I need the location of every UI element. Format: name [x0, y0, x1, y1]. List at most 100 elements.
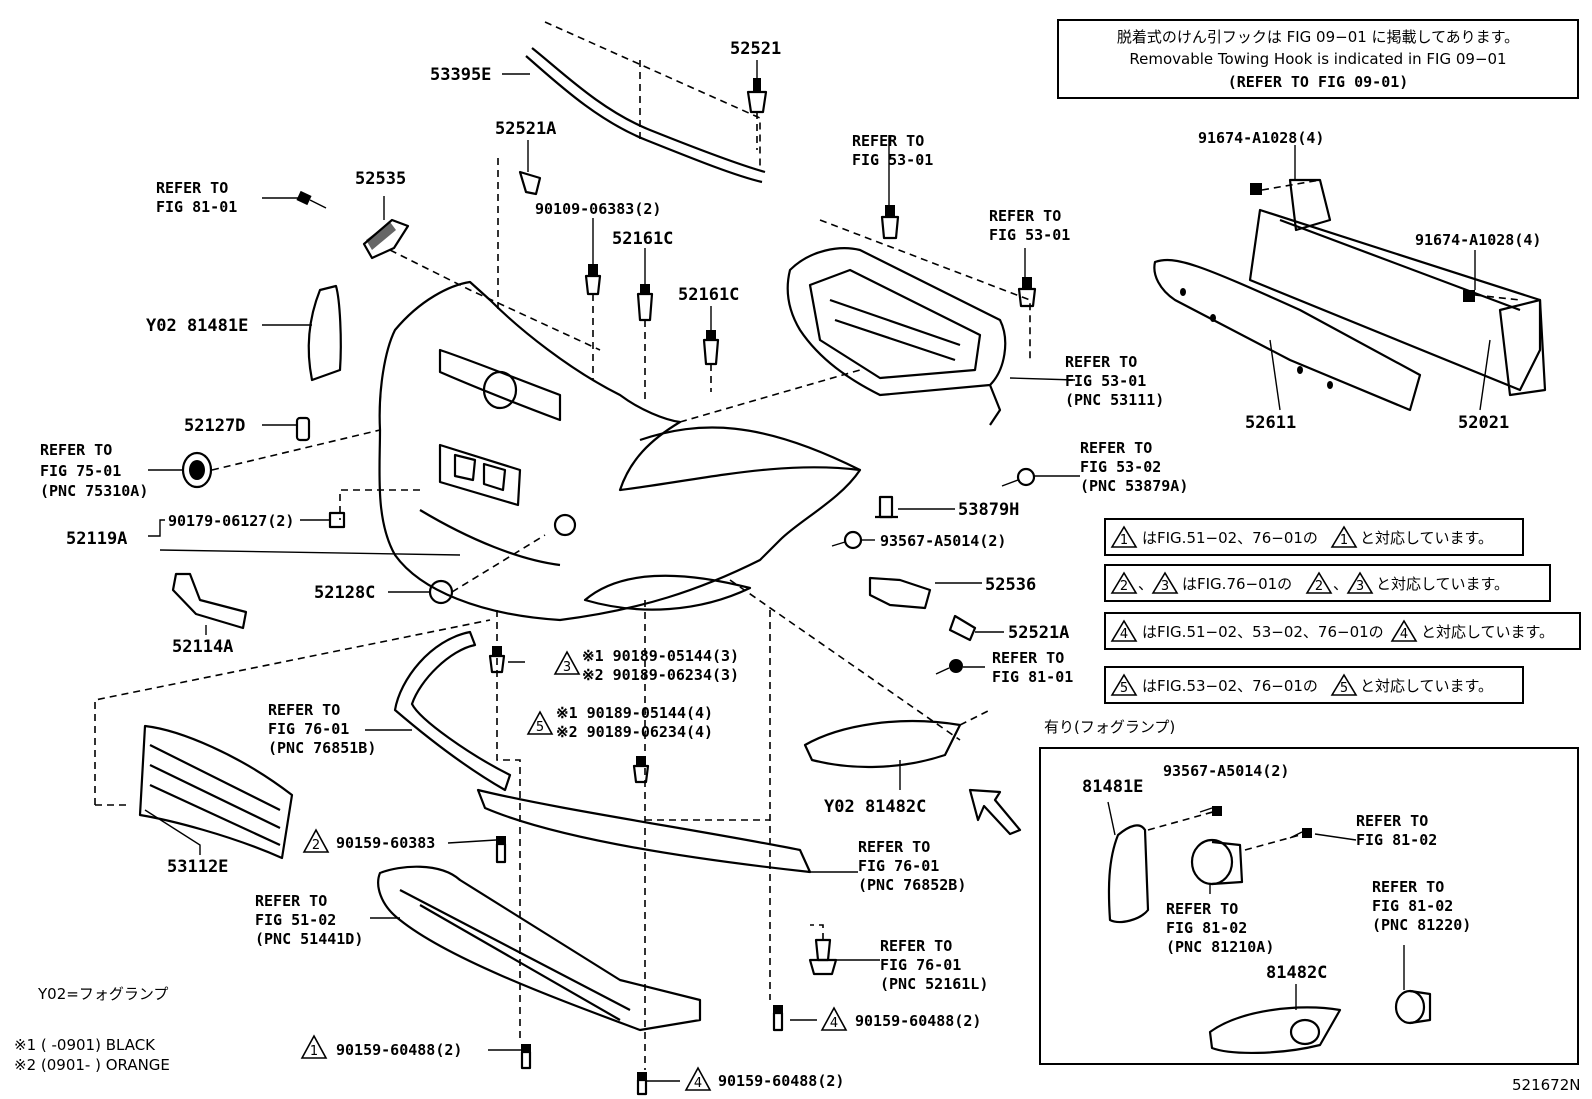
note-4-text: はFIG.53−02、76−01の — [1142, 677, 1318, 695]
note-1: 1 はFIG.51−02、76−01の 1 と対応しています。 — [1104, 518, 1524, 556]
label-90179[interactable]: 90179-06127(2) — [168, 512, 294, 530]
label-90159-60488-b[interactable]: 90159-60488(2) — [855, 1012, 981, 1030]
label-52521[interactable]: 52521 — [730, 39, 781, 59]
svg-text:REFER TO: REFER TO — [268, 701, 340, 719]
svg-text:REFER TO: REFER TO — [40, 441, 112, 459]
ref-81-02-c[interactable]: REFER TO FIG 81-02 (PNC 81220) — [1372, 878, 1471, 934]
ref-51-02[interactable]: REFER TO FIG 51-02 (PNC 51441D) — [255, 892, 363, 948]
ref-53-01-a[interactable]: REFER TO FIG 53-01 — [852, 132, 933, 169]
label-52521a-top[interactable]: 52521A — [495, 119, 556, 139]
label-52021[interactable]: 52021 — [1458, 413, 1509, 433]
bolt-refer-81-01-top-drawing — [296, 190, 327, 209]
ref-76-01-c[interactable]: REFER TO FIG 76-01 (PNC 52161L) — [880, 937, 988, 993]
svg-text:(PNC 76851B): (PNC 76851B) — [268, 739, 376, 757]
note-4: 5 はFIG.53−02、76−01の 5 と対応しています。 — [1104, 666, 1524, 704]
label-y02-81482c[interactable]: Y02 81482C — [824, 797, 926, 817]
lower-grille-53112e-drawing — [138, 724, 294, 860]
bolts-90159-60488-drawing — [520, 1005, 784, 1096]
svg-text:FIG 76-01: FIG 76-01 — [268, 720, 349, 738]
label-fog-93567[interactable]: 93567-A5014(2) — [1163, 762, 1289, 780]
install-lines — [496, 579, 961, 1070]
label-90189-s1-4[interactable]: ※1 90189-05144(4) — [556, 704, 713, 722]
svg-text:FIG 81-02: FIG 81-02 — [1372, 897, 1453, 915]
label-90189-s2-4[interactable]: ※2 90189-06234(4) — [556, 723, 713, 741]
ref-53-01-b[interactable]: REFER TO FIG 53-01 — [989, 207, 1070, 244]
note-1-text-2: と対応しています。 — [1360, 529, 1493, 547]
ref-76-01-a[interactable]: REFER TO FIG 76-01 (PNC 76851B) — [268, 701, 376, 757]
energy-absorber-52611-drawing — [1153, 258, 1422, 412]
screw-refer-81-01-right-drawing — [935, 659, 963, 675]
svg-text:1: 1 — [310, 1044, 318, 1059]
label-52128c[interactable]: 52128C — [314, 583, 375, 603]
svg-text:(PNC 76852B): (PNC 76852B) — [858, 876, 966, 894]
legend: Y02=フォグランプ ※1 ( -0901) BLACK ※2 (0901- )… — [14, 985, 170, 1074]
emblem-drawing — [181, 429, 381, 489]
label-52161c-b[interactable]: 52161C — [678, 285, 739, 305]
svg-text:(PNC 81220): (PNC 81220) — [1372, 916, 1471, 934]
label-fog-81482c[interactable]: 81482C — [1266, 963, 1327, 983]
svg-text:(PNC 81210A): (PNC 81210A) — [1166, 938, 1274, 956]
legend-s2: ※2 (0901- ) ORANGE — [14, 1056, 170, 1074]
svg-text:REFER TO: REFER TO — [1065, 353, 1137, 371]
svg-text:2: 2 — [1315, 579, 1323, 594]
svg-text:(PNC 52161L): (PNC 52161L) — [880, 975, 988, 993]
label-53879h[interactable]: 53879H — [958, 500, 1019, 520]
label-52521a-right[interactable]: 52521A — [1008, 623, 1069, 643]
svg-text:FIG 81-01: FIG 81-01 — [992, 668, 1073, 686]
label-52536[interactable]: 52536 — [985, 575, 1036, 595]
label-52535[interactable]: 52535 — [355, 169, 406, 189]
under-cover-51441d-drawing — [377, 865, 702, 1032]
label-90109[interactable]: 90109-06383(2) — [535, 200, 661, 218]
ref-81-02-a[interactable]: REFER TO FIG 81-02 — [1356, 812, 1437, 849]
clip-refer-53-02-drawing — [1001, 467, 1036, 487]
towing-hook-notice: 脱着式のけん引フックは FIG 09−01 に掲載してあります。 Removab… — [1057, 19, 1579, 99]
lower-spoiler-76852b-drawing — [476, 788, 812, 874]
label-52127d[interactable]: 52127D — [184, 416, 245, 436]
label-53395e[interactable]: 53395E — [430, 65, 491, 85]
svg-text:FIG 53-01: FIG 53-01 — [852, 151, 933, 169]
label-90189-s2-3[interactable]: ※2 90189-06234(3) — [582, 666, 739, 684]
fog-inset-title: 有り(フォグランプ) — [1044, 718, 1175, 736]
svg-text:(PNC 53111): (PNC 53111) — [1065, 391, 1164, 409]
svg-text:FIG 53-02: FIG 53-02 — [1080, 458, 1161, 476]
label-90159-60383[interactable]: 90159-60383 — [336, 834, 435, 852]
label-90159-60488-c[interactable]: 90159-60488(2) — [718, 1072, 844, 1090]
svg-text:3: 3 — [1356, 579, 1364, 594]
label-52114a[interactable]: 52114A — [172, 637, 233, 657]
molding-53395e-drawing — [525, 21, 766, 184]
svg-text:REFER TO: REFER TO — [255, 892, 327, 910]
label-90189-s1-3[interactable]: ※1 90189-05144(3) — [582, 647, 739, 665]
fog-inset-arrow — [968, 788, 1022, 836]
clip-52521a-right-drawing — [948, 614, 977, 642]
ref-81-01-right[interactable]: REFER TO FIG 81-01 — [992, 649, 1073, 686]
svg-text:REFER TO: REFER TO — [858, 838, 930, 856]
ref-81-01-top[interactable]: REFER TO FIG 81-01 — [156, 179, 237, 216]
svg-text:4: 4 — [830, 1016, 838, 1031]
label-52611[interactable]: 52611 — [1245, 413, 1296, 433]
svg-text:5: 5 — [536, 720, 544, 735]
cap-52127d-drawing — [295, 416, 311, 442]
ref-53-02[interactable]: REFER TO FIG 53-02 (PNC 53879A) — [1080, 439, 1188, 495]
svg-text:REFER TO: REFER TO — [1166, 900, 1238, 918]
ref-81-02-b[interactable]: REFER TO FIG 81-02 (PNC 81210A) — [1166, 900, 1274, 956]
fog-lamp-inset: 有り(フォグランプ) 81481E 93567-A5014(2) REFER T… — [1039, 718, 1579, 1065]
label-90159-60488-a[interactable]: 90159-60488(2) — [336, 1041, 462, 1059]
ref-53-01-c[interactable]: REFER TO FIG 53-01 (PNC 53111) — [1065, 353, 1164, 409]
note-3-text-2: と対応しています。 — [1421, 623, 1554, 641]
label-52161c-a[interactable]: 52161C — [612, 229, 673, 249]
clip-52521-drawing — [746, 78, 768, 150]
label-y02-81481e[interactable]: Y02 81481E — [146, 316, 248, 336]
label-91674-a[interactable]: 91674-A1028(4) — [1198, 129, 1324, 147]
label-93567[interactable]: 93567-A5014(2) — [880, 532, 1006, 550]
label-53112e[interactable]: 53112E — [167, 857, 228, 877]
label-fog-81481e[interactable]: 81481E — [1082, 777, 1143, 797]
svg-text:3: 3 — [563, 660, 571, 675]
ref-75-01[interactable]: REFER TO FIG 75-01 (PNC 75310A) — [40, 441, 148, 500]
label-91674-b[interactable]: 91674-A1028(4) — [1415, 231, 1541, 249]
label-52119a[interactable]: 52119A — [66, 529, 127, 549]
svg-text:2: 2 — [1120, 579, 1128, 594]
ref-76-01-b[interactable]: REFER TO FIG 76-01 (PNC 76852B) — [858, 838, 966, 894]
radiator-grille-drawing — [786, 205, 1037, 426]
clip-90179-drawing — [328, 511, 346, 529]
